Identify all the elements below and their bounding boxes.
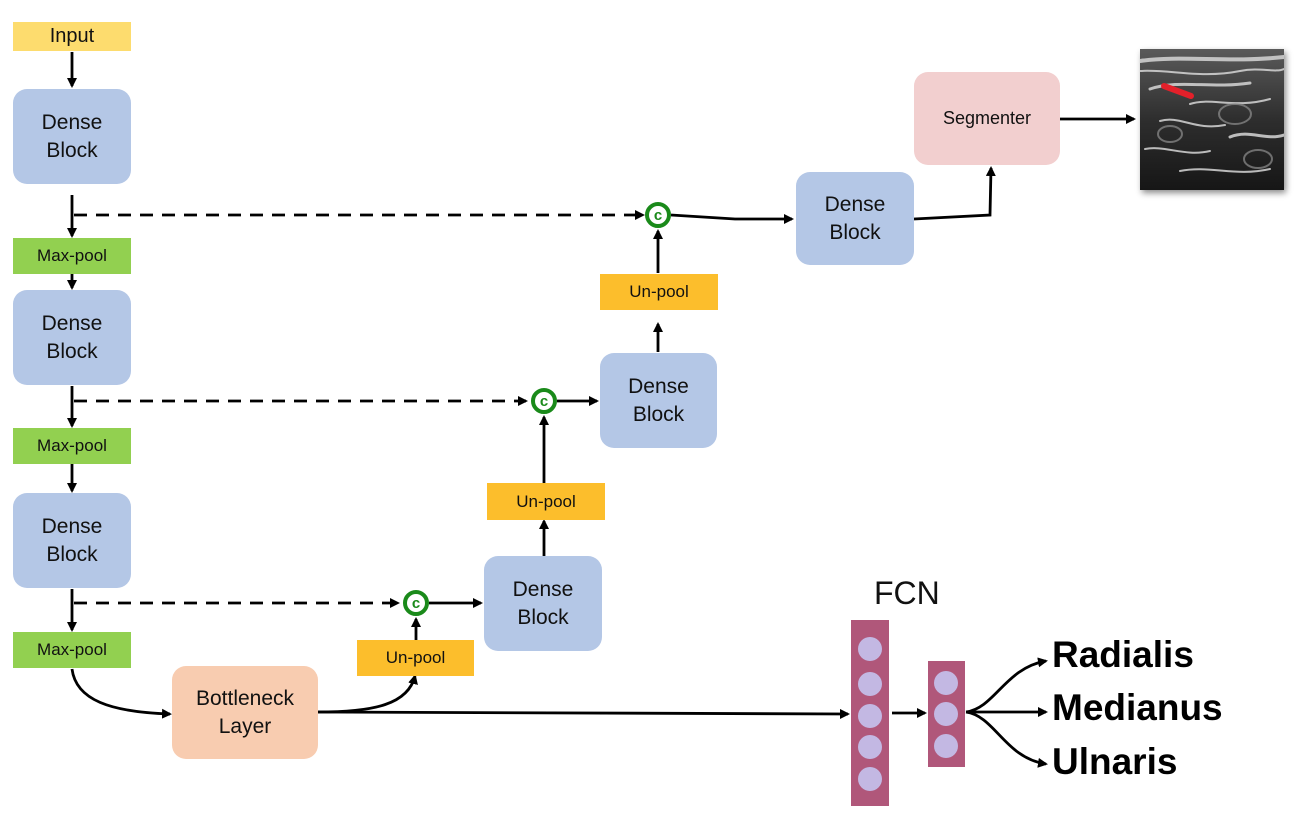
concat-node-3: c [645, 202, 671, 228]
arrow-dense6-to-segmenter [913, 166, 996, 221]
arrow-fcn-to-radialis [965, 657, 1048, 714]
dense-block-2: Dense Block [13, 290, 131, 385]
dense-block-1: Dense Block [13, 89, 131, 184]
arrow-maxpool3-to-bottleneck [70, 668, 172, 719]
dense-block-5: Dense Block [600, 353, 717, 448]
max-pool-3: Max-pool [13, 632, 131, 668]
fcn-neuron [858, 735, 882, 759]
max-pool-1: Max-pool [13, 238, 131, 274]
ultrasound-image-art [1140, 49, 1284, 190]
fcn-neuron [858, 672, 882, 696]
concat-node-1: c [403, 590, 429, 616]
arrow-bottleneck-to-fcn [317, 708, 850, 719]
input-box: Input [13, 22, 131, 51]
fcn-neuron [934, 702, 958, 726]
output-label-medianus: Medianus [1052, 687, 1223, 728]
fcn-neuron [858, 704, 882, 728]
fcn-neuron [858, 637, 882, 661]
un-pool-3: Un-pool [600, 274, 718, 310]
fcn-neuron [934, 671, 958, 695]
dense-block-6: Dense Block [796, 172, 914, 265]
fcn-layer-1 [851, 620, 889, 806]
fcn-neuron [858, 767, 882, 791]
dense-block-3: Dense Block [13, 493, 131, 588]
output-label-radialis: Radialis [1052, 634, 1194, 675]
arrow-fcn-to-ulnaris [965, 710, 1048, 768]
segmentation-mark [1161, 83, 1194, 99]
un-pool-2: Un-pool [487, 483, 605, 520]
arrow-bottleneck-to-unpool1 [317, 674, 418, 714]
fcn-layer-2 [928, 661, 965, 767]
arrow-concat3-to-dense6 [670, 213, 794, 224]
fcn-label: FCN [874, 575, 940, 611]
ultrasound-segmentation-image [1140, 49, 1284, 190]
fcn-neuron [934, 734, 958, 758]
un-pool-1: Un-pool [357, 640, 474, 676]
concat-node-2: c [531, 388, 557, 414]
dense-block-4: Dense Block [484, 556, 602, 651]
segmenter-box: Segmenter [914, 72, 1060, 165]
max-pool-2: Max-pool [13, 428, 131, 464]
bottleneck-layer: Bottleneck Layer [172, 666, 318, 759]
output-label-ulnaris: Ulnaris [1052, 741, 1178, 782]
